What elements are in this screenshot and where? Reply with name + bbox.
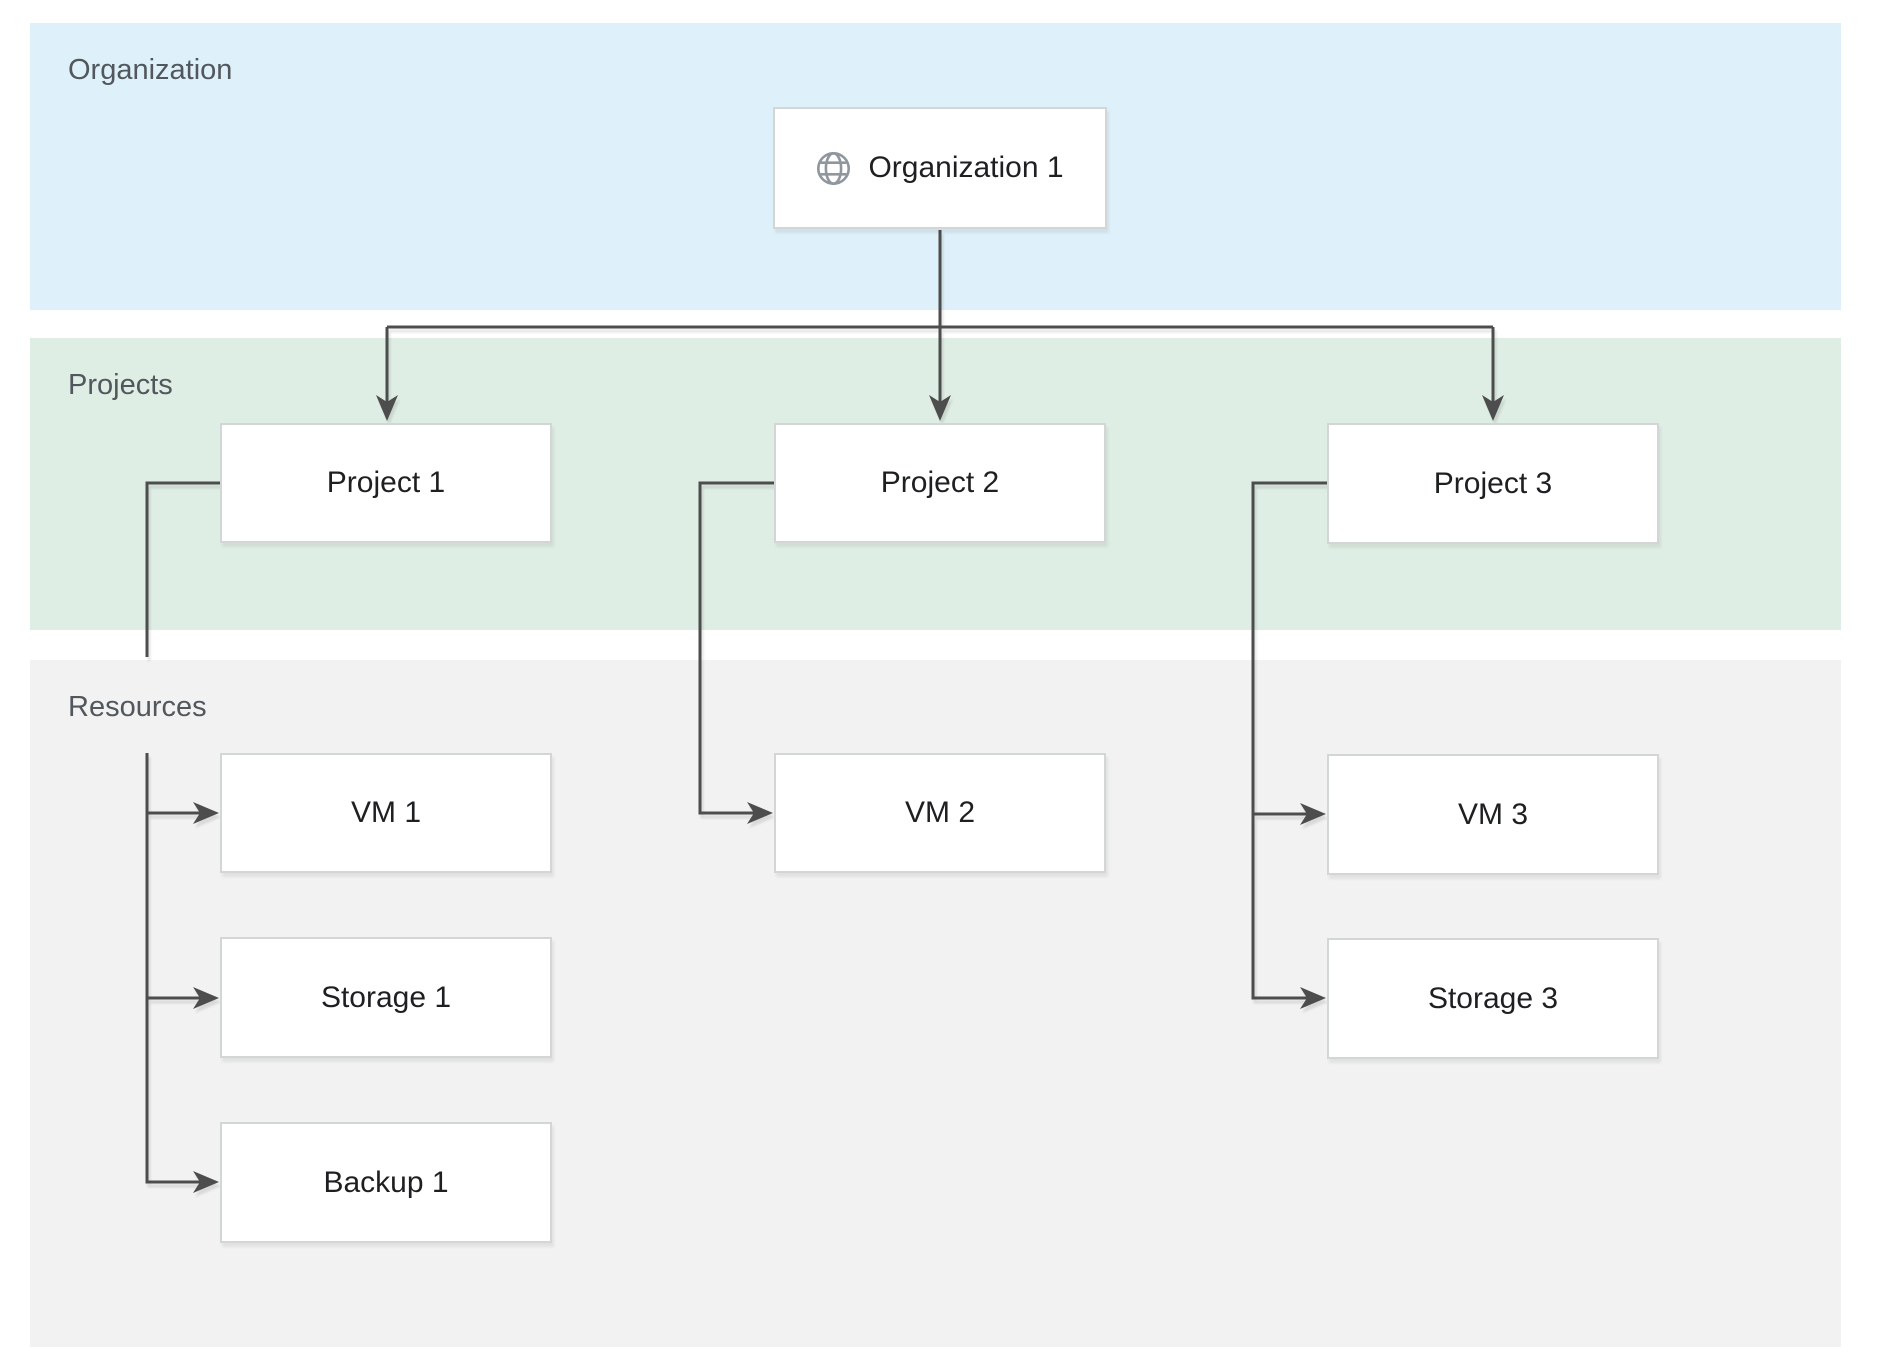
node-label: Storage 3	[1427, 981, 1559, 1015]
node-vm-2: VM 2	[774, 753, 1106, 873]
node-storage-1: Storage 1	[220, 937, 552, 1058]
arrowhead-project1	[376, 395, 398, 421]
node-project-3: Project 3	[1327, 423, 1659, 544]
node-project-2: Project 2	[774, 423, 1106, 543]
arrowhead-vm3	[1300, 803, 1326, 825]
node-label: VM 2	[904, 796, 976, 829]
node-label: Backup 1	[323, 1165, 449, 1199]
arrowhead-vm1	[193, 802, 219, 824]
node-vm-1: VM 1	[220, 753, 552, 873]
band-label-resources: Resources	[68, 691, 207, 723]
arrowhead-project3	[1482, 395, 1504, 421]
edge-project2-vm2	[698, 481, 774, 824]
node-label: Project 3	[1433, 466, 1553, 500]
node-backup-1: Backup 1	[220, 1122, 552, 1243]
node-vm-3: VM 3	[1327, 754, 1659, 875]
node-label: Project 2	[880, 466, 1000, 499]
band-label-organization: Organization	[68, 54, 233, 86]
node-label: VM 3	[1457, 797, 1529, 831]
globe-icon	[816, 151, 851, 186]
band-label-projects: Projects	[68, 369, 173, 401]
node-organization-1: Organization 1	[773, 107, 1107, 229]
arrowhead-storage3	[1300, 987, 1326, 1009]
node-project-1: Project 1	[220, 423, 552, 543]
arrowhead-vm2	[747, 802, 773, 824]
node-label: VM 1	[350, 796, 422, 829]
node-label: Project 1	[326, 466, 446, 499]
edge-project1-resources	[145, 481, 220, 1193]
edge-project3-resources	[1251, 481, 1327, 1009]
arrowhead-storage1	[193, 987, 219, 1009]
node-label: Storage 1	[320, 980, 452, 1014]
node-label: Organization 1	[868, 151, 1064, 184]
arrowhead-project2	[929, 395, 951, 421]
node-storage-3: Storage 3	[1327, 938, 1659, 1059]
edge-organization1-projects	[376, 230, 1504, 421]
arrowhead-backup1	[193, 1171, 219, 1193]
